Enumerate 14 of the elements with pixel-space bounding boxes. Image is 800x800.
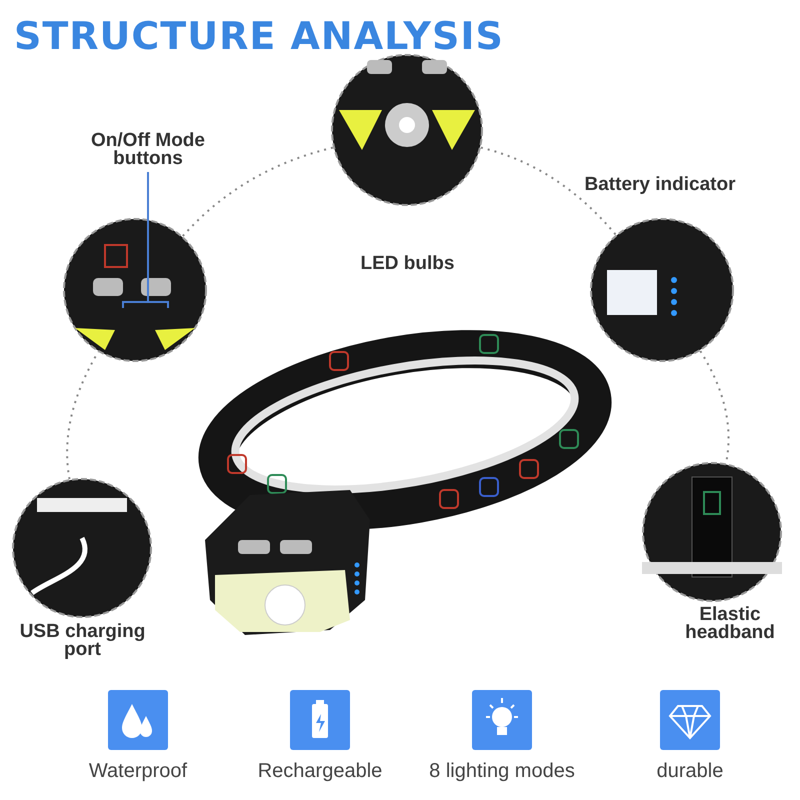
feature-label: Rechargeable	[258, 760, 382, 783]
feature-label: durable	[656, 760, 724, 783]
callout-label: USB charging port	[18, 623, 146, 659]
feature-label: Waterproof	[88, 760, 188, 783]
dotted-connector	[480, 146, 617, 236]
callout-label: On/Off Mode buttons	[90, 132, 206, 168]
callout-label: LED bulbs	[360, 255, 456, 273]
callout-label: Elastic headband	[684, 606, 776, 642]
feature-label: 8 lighting modes	[429, 760, 575, 783]
dotted-connector	[66, 351, 100, 480]
page-title: STRUCTURE ANALYSIS	[14, 14, 504, 58]
callout-label: Battery indicator	[584, 176, 736, 194]
leader-line	[122, 171, 169, 309]
dotted-connector	[182, 146, 334, 237]
